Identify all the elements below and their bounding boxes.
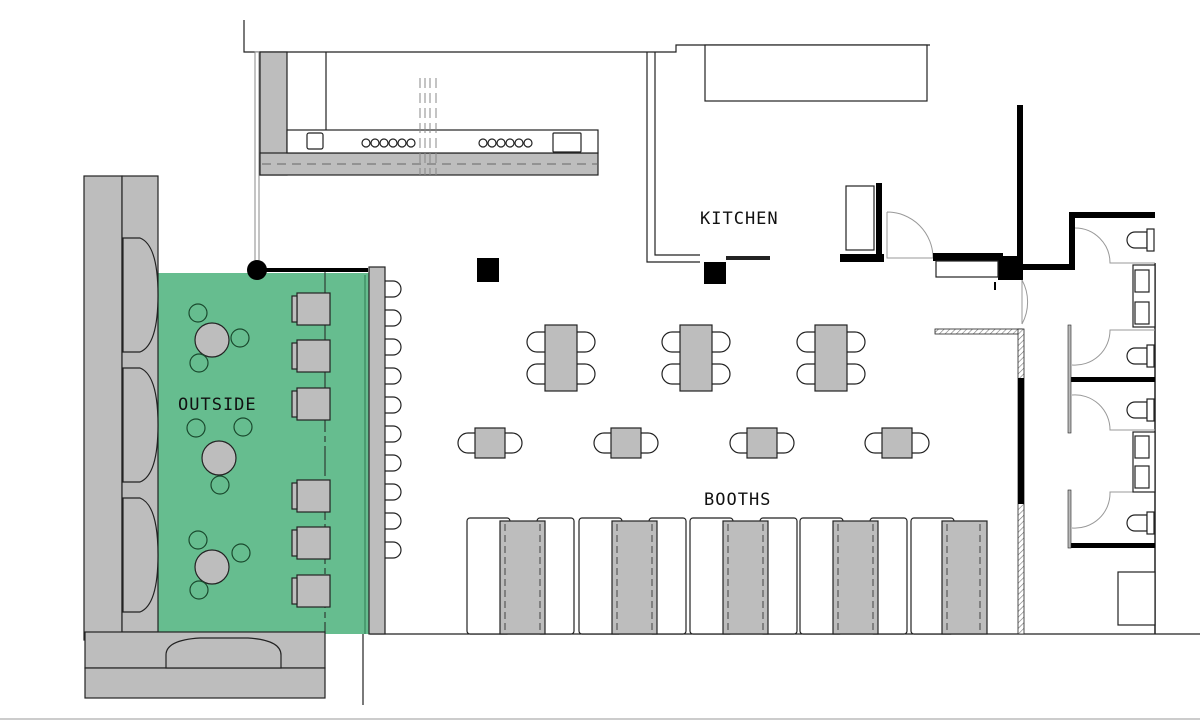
restroom-door[interactable]	[1021, 279, 1029, 325]
booths-label: BOOTHS	[704, 490, 771, 510]
toilet	[1126, 511, 1155, 535]
glass-wall	[254, 51, 260, 268]
bar-stools	[385, 280, 402, 559]
toilet	[1126, 344, 1155, 368]
storage-cabinet	[1117, 571, 1156, 626]
four-top-tables	[526, 324, 866, 392]
booth	[466, 517, 575, 635]
sinks	[1132, 264, 1156, 493]
kitchen-equipment	[704, 44, 928, 102]
refrigerator	[845, 185, 875, 251]
lounge-chairs	[291, 292, 331, 608]
bar-counter	[254, 51, 599, 268]
booth	[578, 517, 687, 635]
two-top-tables	[457, 427, 930, 459]
restrooms	[1067, 227, 1156, 634]
column	[998, 256, 1020, 280]
exterior-walls	[0, 20, 1200, 720]
column	[704, 262, 726, 284]
booth	[799, 517, 908, 635]
column	[477, 258, 499, 282]
outside-label: OUTSIDE	[178, 395, 257, 415]
kitchen-label: KITCHEN	[700, 209, 779, 229]
booth	[689, 517, 798, 635]
round-table	[188, 303, 250, 373]
booth	[910, 517, 988, 635]
round-table	[188, 530, 251, 600]
bar-taps	[361, 138, 533, 148]
round-table	[186, 417, 253, 495]
toilet	[1126, 228, 1155, 252]
outside-area: OUTSIDE	[83, 175, 402, 705]
interior-walls	[840, 105, 1155, 635]
booths	[466, 517, 988, 635]
kitchen-door[interactable]	[886, 211, 934, 259]
toilet	[1126, 398, 1155, 422]
